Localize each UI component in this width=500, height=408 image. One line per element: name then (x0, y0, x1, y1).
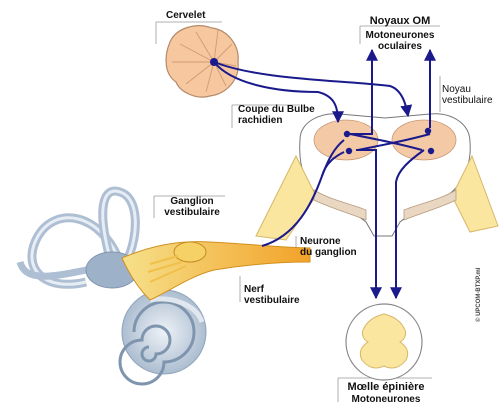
label-neurone-ganglion: Neurone du ganglion (300, 236, 357, 258)
label-nerf-vestibulaire: Nerf vestibulaire (244, 284, 300, 306)
spinal-cord-section (345, 303, 423, 381)
vestibular-nucleus-left (313, 119, 379, 161)
label-moelle-epiniere: Mœlle épinière (347, 381, 425, 393)
vestibular-nucleus-right (391, 119, 457, 161)
label-noyaux-om: Noyaux OM (369, 15, 431, 27)
inner-ear (16, 186, 207, 386)
label-noyau-vestibulaire: Noyau vestibulaire (442, 84, 493, 106)
medulla-section (255, 113, 499, 241)
cerebellum (165, 25, 239, 98)
to-spinal-left (356, 149, 382, 300)
label-cervelet: Cervelet (166, 10, 206, 21)
label-motoneurones-oculaires: Motoneurones oculaires (365, 30, 435, 52)
credit-text: © UPCOM-BTXP.ml (476, 267, 482, 322)
cerebellum-projection-left (213, 61, 344, 124)
label-motoneurones: Motoneurones (351, 394, 421, 405)
cerebellum-projection-right (213, 61, 413, 118)
label-ganglion-vestibulaire: Ganglion vestibulaire (164, 196, 220, 218)
label-coupe-bulbe: Coupe du Bulbe rachidien (238, 104, 315, 126)
to-spinal-right (390, 149, 425, 300)
vestibular-nerve (121, 241, 311, 301)
to-oculomotor-left (350, 48, 378, 135)
neural-pathways (213, 48, 436, 300)
vestibular-ganglion (173, 241, 207, 263)
ganglion-neuron-axon (261, 139, 345, 247)
nucleus-neurons (343, 127, 435, 155)
